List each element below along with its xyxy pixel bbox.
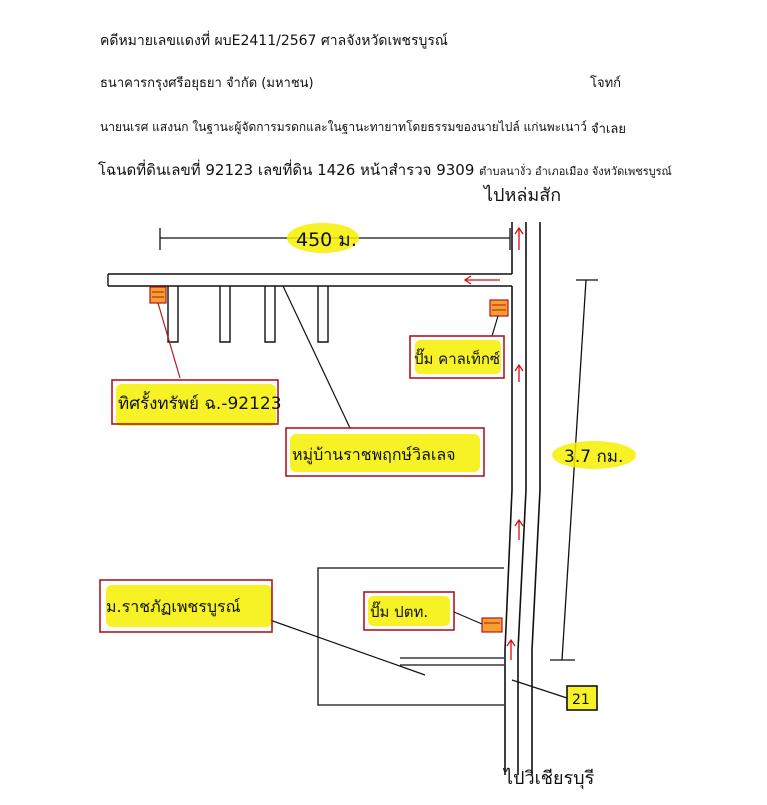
route-number-marker: 21 <box>511 679 598 711</box>
highway-21 <box>504 222 541 775</box>
property-marker <box>149 286 181 379</box>
ptt-label: ปั๊ม ปตท. <box>370 601 428 621</box>
university-label: ม.ราชภัฏเพชรบูรณ์ <box>106 597 241 617</box>
village-label: หมู่บ้านราชพฤกษ์วิลเลจ <box>292 445 456 465</box>
plaintiff-name: ธนาคารกรุงศรีอยุธยา จำกัด (มหาชน) <box>100 76 314 91</box>
distance-horizontal-label: 450 ม. <box>296 229 357 251</box>
property-label: ทิศรั้งทรัพย์ ฉ.-92123 <box>118 391 282 414</box>
south-destination-label: ไปวิเชียรบุรี <box>502 767 595 789</box>
caltex-label: ปั๊ม คาลเท็กซ์ <box>414 348 500 368</box>
deed-line-main: โฉนดที่ดินเลขที่ 92123 เลขที่ดิน 1426 หน… <box>98 161 475 179</box>
defendant-name: นายนเรศ แสงนก ในฐานะผู้จัดการมรดกและในฐา… <box>100 120 587 134</box>
dimension-vertical: 3.7 กม. <box>550 279 636 661</box>
caltex-station: ปั๊ม คาลเท็กซ์ <box>409 299 509 379</box>
north-destination-label: ไปหล่มสัก <box>482 184 561 206</box>
distance-vertical-label: 3.7 กม. <box>564 447 623 467</box>
case-number-line: คดีหมายเลขแดงที่ ผบE2411/2567 ศาลจังหวัด… <box>100 33 448 49</box>
ptt-station: ปั๊ม ปตท. <box>363 591 503 633</box>
side-road <box>107 273 512 343</box>
direction-arrows <box>463 226 524 660</box>
plaintiff-role: โจทก์ <box>590 76 622 91</box>
dimension-horizontal: 450 ม. <box>159 223 511 253</box>
property-label-box: ทิศรั้งทรัพย์ ฉ.-92123 <box>111 379 282 426</box>
deed-line: โฉนดที่ดินเลขที่ 92123 เลขที่ดิน 1426 หน… <box>98 158 672 182</box>
deed-line-location: ตำบลนางั่ว อำเภอเมือง จังหวัดเพชรบูรณ์ <box>479 165 672 178</box>
defendant-role: จำเลย <box>591 122 626 137</box>
village-label-box: หมู่บ้านราชพฤกษ์วิลเลจ <box>282 285 485 477</box>
route-number-label: 21 <box>572 692 590 708</box>
university-area: ม.ราชภัฏเพชรบูรณ์ <box>99 567 504 706</box>
